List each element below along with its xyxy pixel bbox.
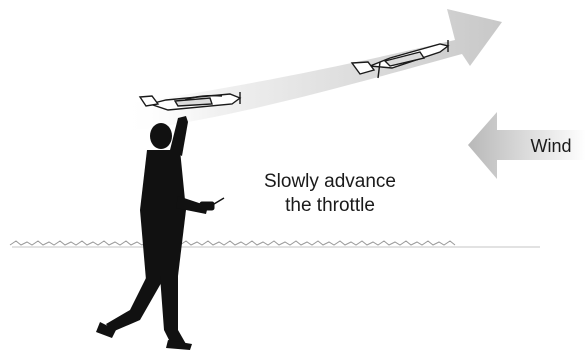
caption-line-2: the throttle [230,194,430,218]
person-silhouette [96,116,208,350]
grass-strip [10,241,540,247]
caption-line-1: Slowly advance [230,170,430,194]
flight-path-arrow [120,9,502,132]
transmitter-icon [200,198,224,210]
wind-label: Wind [520,136,582,157]
instruction-caption: Slowly advance the throttle [230,170,430,218]
